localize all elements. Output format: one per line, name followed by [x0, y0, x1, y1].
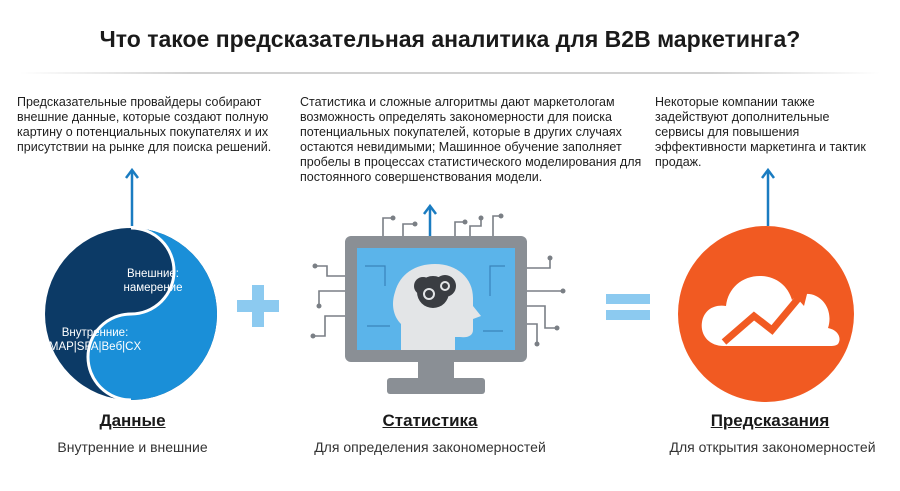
data-up-arrow-icon [125, 167, 139, 226]
data-description: Предсказательные провайдеры собирают вне… [17, 95, 272, 154]
monitor-head-gears-icon [310, 213, 566, 394]
page-title: Что такое предсказательная аналитика для… [99, 26, 801, 52]
data-yin-yang-icon: Внешние: намерение Внутренние: MAP|SFA|B… [45, 226, 217, 402]
statistics-subcaption: Для определения закономерностей [314, 439, 546, 455]
data-subcaption: Внутренние и внешние [57, 439, 208, 455]
statistics-description: Статистика и сложные алгоритмы дают марк… [300, 95, 642, 184]
external-label-line1: Внешние: [127, 268, 179, 280]
predictions-subcaption: Для открытия закономерностей [669, 439, 876, 455]
external-label-line2: намерение [123, 282, 182, 294]
title-divider [20, 72, 880, 74]
internal-label-line1: Внутренние: [62, 327, 129, 339]
plus-icon [237, 285, 279, 327]
predictions-up-arrow-icon [761, 167, 775, 226]
statistics-caption: Статистика [382, 411, 478, 430]
predictions-description: Некоторые компании также задействуют доп… [655, 95, 866, 169]
statistics-up-arrow-icon [423, 203, 437, 238]
cloud-growth-arrow-icon [678, 226, 854, 402]
equals-icon [606, 294, 650, 320]
data-caption: Данные [99, 411, 166, 430]
internal-label-line2: MAP|SFA|Beб|CX [49, 341, 142, 353]
predictions-caption: Предсказания [710, 411, 830, 430]
